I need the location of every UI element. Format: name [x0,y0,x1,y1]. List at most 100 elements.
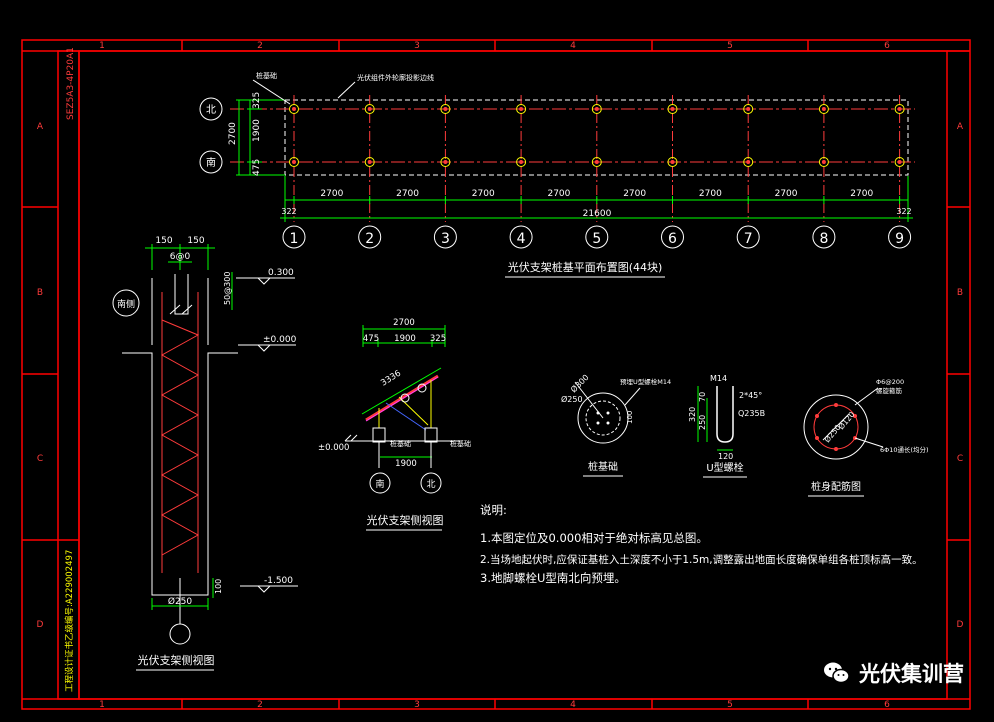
pile-section: 150 150 6@0 Ø250 50@300 100 南侧 0.300 ±0.… [112,236,298,671]
row-label: A [957,122,964,132]
label-south-side: 南侧 [117,298,135,310]
pile-core [594,160,599,164]
frame-labels: 1 2 3 4 5 6 1 2 3 4 5 6 A B C D A B C D [37,41,964,710]
pile-core [292,160,296,164]
sideview-title: 光伏支架侧视图 [367,513,444,527]
ubolt-320: 320 [688,407,697,422]
dim-left-bot: 475 [252,159,262,176]
ubolt-angle: 2*45° [739,391,762,400]
pile-mark [516,157,527,167]
col-label: 2 [257,41,263,51]
axis-bubble [736,225,760,249]
pile-mark [818,157,829,167]
title-block-cert: 工程设计证书乙级编号:A229002497 [64,550,75,692]
axis-bubble [509,225,533,249]
axis-label: 2 [365,231,374,247]
span-dim: 2700 [623,189,646,199]
ubolt-material: Q235B [738,409,765,418]
pile-mark [667,157,678,167]
axis-bubble [661,225,684,249]
dim-diameter: Ø250 [168,596,193,607]
col-label: 1 [99,41,105,51]
title-block-code: SEZ5A3-4P20A1 [66,47,76,120]
span-dim: 2700 [775,189,798,199]
dim-overall: 21600 [583,209,612,219]
dim-total: 2700 [393,318,415,328]
north-bubble: 北 [426,479,435,490]
pile-label-left: 桩基础 [390,439,411,448]
north-label: 北 [206,104,216,116]
row-label: D [37,620,44,630]
level-bottom: -1.500 [264,576,293,586]
dim-left-total: 2700 [228,122,238,145]
pile-small: 100 [626,411,634,424]
level-top: 0.300 [268,268,294,278]
pile-label-right: 桩基础 [450,439,471,448]
drawing-frame [21,39,971,710]
span-dim: 2700 [320,189,343,199]
rebar-note-top: Φ6@200 [876,378,904,386]
note-item: 1.本图定位及0.000相对于绝对标高见总图。 [480,531,708,545]
pile-core [594,107,599,111]
plan-axis-lines [293,95,901,222]
span-dim: 2700 [850,189,873,199]
pile-core [519,107,524,111]
pile-mark [364,104,375,114]
plan-piles [289,104,905,167]
row-label: B [957,288,963,298]
level: ±0.000 [318,443,349,453]
south-label: 南 [206,156,216,169]
pile-mark [743,157,754,167]
wechat-icon [823,661,851,685]
note-edge: 光伏组件外轮廓投影边线 [357,73,434,82]
pile-mark [894,104,905,114]
axis-label: 5 [592,231,601,247]
pile-core [897,107,902,111]
pile-mark [818,104,829,114]
pile-mark [667,104,678,114]
pile-core [670,107,675,111]
rebar-note-top2: 螺旋箍筋 [876,386,903,395]
notes-block: 说明: 1.本图定位及0.000相对于绝对标高见总图。 2.当场地起伏时,应保证… [480,503,923,585]
pile-mark [743,104,754,114]
pile-mark [591,104,602,114]
u-bolt: M14 2*45° Q235B 120 320 250 70 U型螺栓 [688,374,765,478]
row-label: C [957,454,963,464]
dim-150b: 150 [187,236,204,246]
pile-mark [364,157,375,167]
axis-label: 4 [517,231,526,247]
axis-bubble [358,225,382,249]
col-label: 1 [99,700,105,710]
dim-100: 100 [214,579,223,594]
rebar-note-bottom: 6Φ10通长(均分) [880,445,929,454]
axis-label: 1 [290,231,299,247]
section-title: 光伏支架侧视图 [138,653,215,667]
pile-core [821,107,826,111]
axis-bubble [585,225,609,249]
dim-bottom: 1900 [395,459,417,469]
rebar-title: 桩身配筋图 [811,480,861,493]
ubolt-title: U型螺栓 [706,461,743,474]
axis-label: 7 [744,231,753,247]
pile-core [897,160,902,164]
axis-label: 9 [895,231,904,247]
note-item: 3.地脚螺栓U型南北向预埋。 [480,571,626,585]
col-label: 3 [414,41,420,51]
axis-bubble [888,225,912,249]
note-item: 2.当场地起伏时,应保证基桩入土深度不小于1.5m,调整露出地面长度确保单组各桩… [480,553,923,566]
pile-core [367,107,372,111]
ubolt-250: 250 [698,415,707,430]
col-label: 4 [570,41,576,51]
col-label: 6 [884,41,890,51]
pile-core [443,160,448,164]
pile-mark [289,157,299,167]
dim-150a: 150 [155,236,172,246]
dim-left-top: 325 [252,92,262,109]
pile-mark [591,157,602,167]
pile-core [367,160,372,164]
pile-mark [289,104,299,114]
span-dim: 2700 [396,189,419,199]
axis-bubble [282,225,306,249]
axis-label: 8 [819,231,828,247]
